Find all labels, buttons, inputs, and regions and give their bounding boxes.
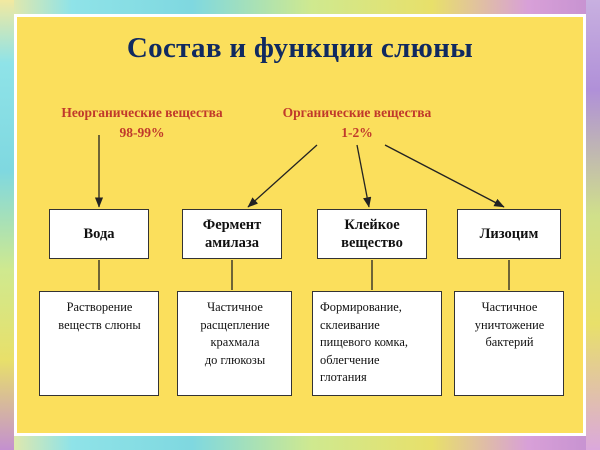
component-box-kleykoe[interactable]: Клейкое вещество <box>317 209 427 259</box>
description-box-voda[interactable]: Растворение веществ слюны <box>39 291 159 396</box>
header-inorganic: Неорганические вещества 98-99% <box>37 103 247 142</box>
inner-frame-line-top <box>14 14 586 17</box>
component-box-voda[interactable]: Вода <box>49 209 149 259</box>
component-box-amilaza[interactable]: Фермент амилаза <box>182 209 282 259</box>
inner-frame-line-bottom <box>14 433 586 436</box>
component-box-amilaza-label: Фермент амилаза <box>202 216 262 251</box>
header-organic: Органические вещества 1-2% <box>257 103 457 142</box>
decorative-border-left <box>0 0 14 450</box>
component-box-kleykoe-label: Клейкое вещество <box>341 216 403 251</box>
description-box-voda-text: Растворение веществ слюны <box>58 300 141 332</box>
component-box-lizocim[interactable]: Лизоцим <box>457 209 561 259</box>
description-box-kleykoe-text: Формирование, склеивание пищевого комка,… <box>320 300 408 385</box>
description-box-lizocim-text: Частичное уничтожение бактерий <box>474 300 545 350</box>
diagram-stage: Состав и функции слюны Неорганические ве… <box>17 17 583 433</box>
decorative-border-top <box>0 0 600 14</box>
header-inorganic-text: Неорганические вещества 98-99% <box>61 105 223 140</box>
decorative-border-bottom <box>0 436 600 450</box>
header-organic-text: Органические вещества 1-2% <box>282 105 432 140</box>
component-box-lizocim-label: Лизоцим <box>479 225 539 242</box>
description-box-kleykoe[interactable]: Формирование, склеивание пищевого комка,… <box>312 291 442 396</box>
component-box-voda-label: Вода <box>83 225 115 242</box>
page-title: Состав и функции слюны <box>126 32 474 64</box>
description-box-amilaza-text: Частичное расщепление крахмала до глюкоз… <box>200 300 270 367</box>
decorative-border-right <box>586 0 600 450</box>
description-box-amilaza[interactable]: Частичное расщепление крахмала до глюкоз… <box>177 291 292 396</box>
description-box-lizocim[interactable]: Частичное уничтожение бактерий <box>454 291 564 396</box>
inner-frame-line-left <box>14 14 17 436</box>
inner-frame-line-right <box>583 14 586 436</box>
